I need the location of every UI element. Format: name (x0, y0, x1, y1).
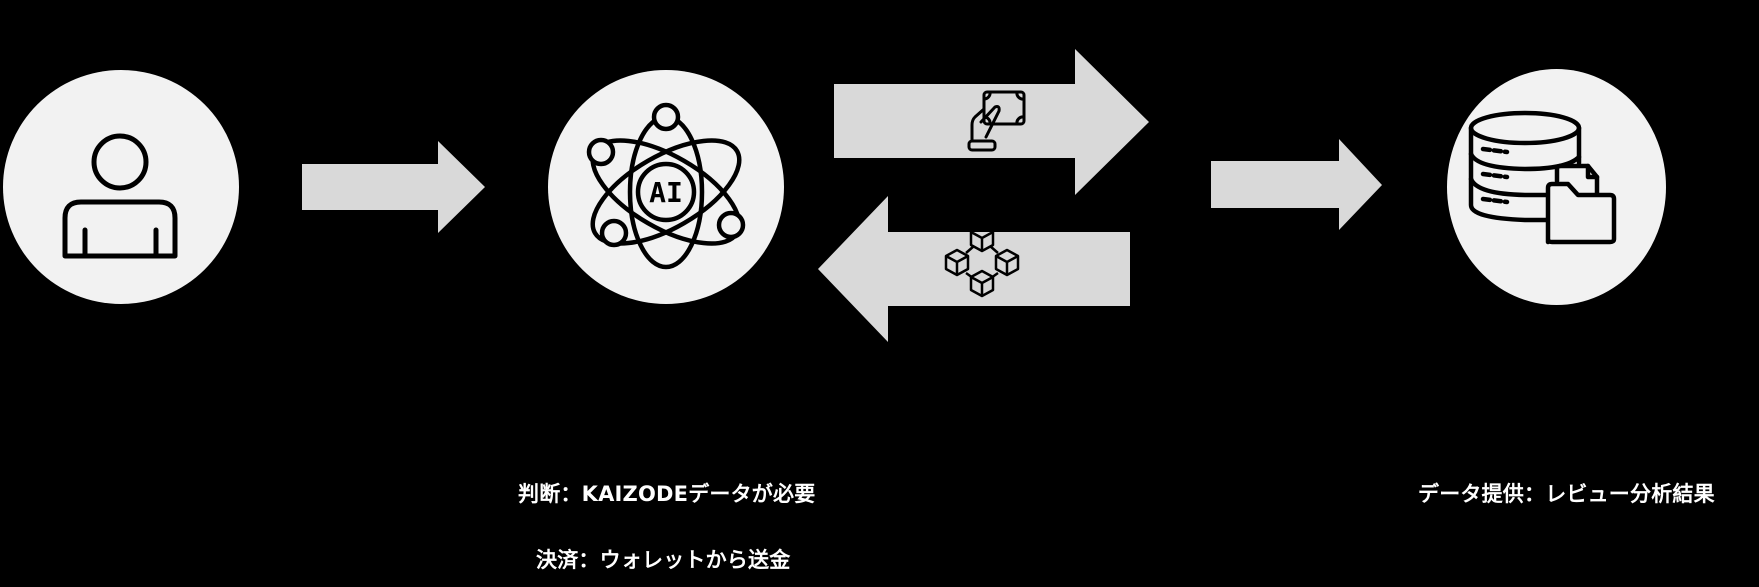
ai-icon-text: AI (649, 176, 683, 209)
data-provider-node (1447, 69, 1666, 305)
arrow-blockchain-return (818, 196, 1130, 342)
arrow-to-data (1211, 139, 1396, 231)
hand-cash-icon (967, 90, 1026, 152)
label-data-provision: データ提供：レビュー分析結果 (1418, 482, 1715, 506)
arrow-payment (834, 49, 1149, 195)
arrow-user-to-ai (302, 141, 485, 233)
user-node (3, 70, 239, 304)
ai-atom-icon: AI (586, 102, 746, 270)
blockchain-blocks-icon (944, 224, 1020, 298)
label-judgment: 判断：KAIZODEデータが必要 (518, 482, 816, 506)
person-icon (62, 133, 178, 259)
ai-agent-node: AI (548, 70, 784, 304)
database-folder-icon (1468, 110, 1617, 245)
label-settlement: 決済：ウォレットから送金 (536, 548, 791, 572)
